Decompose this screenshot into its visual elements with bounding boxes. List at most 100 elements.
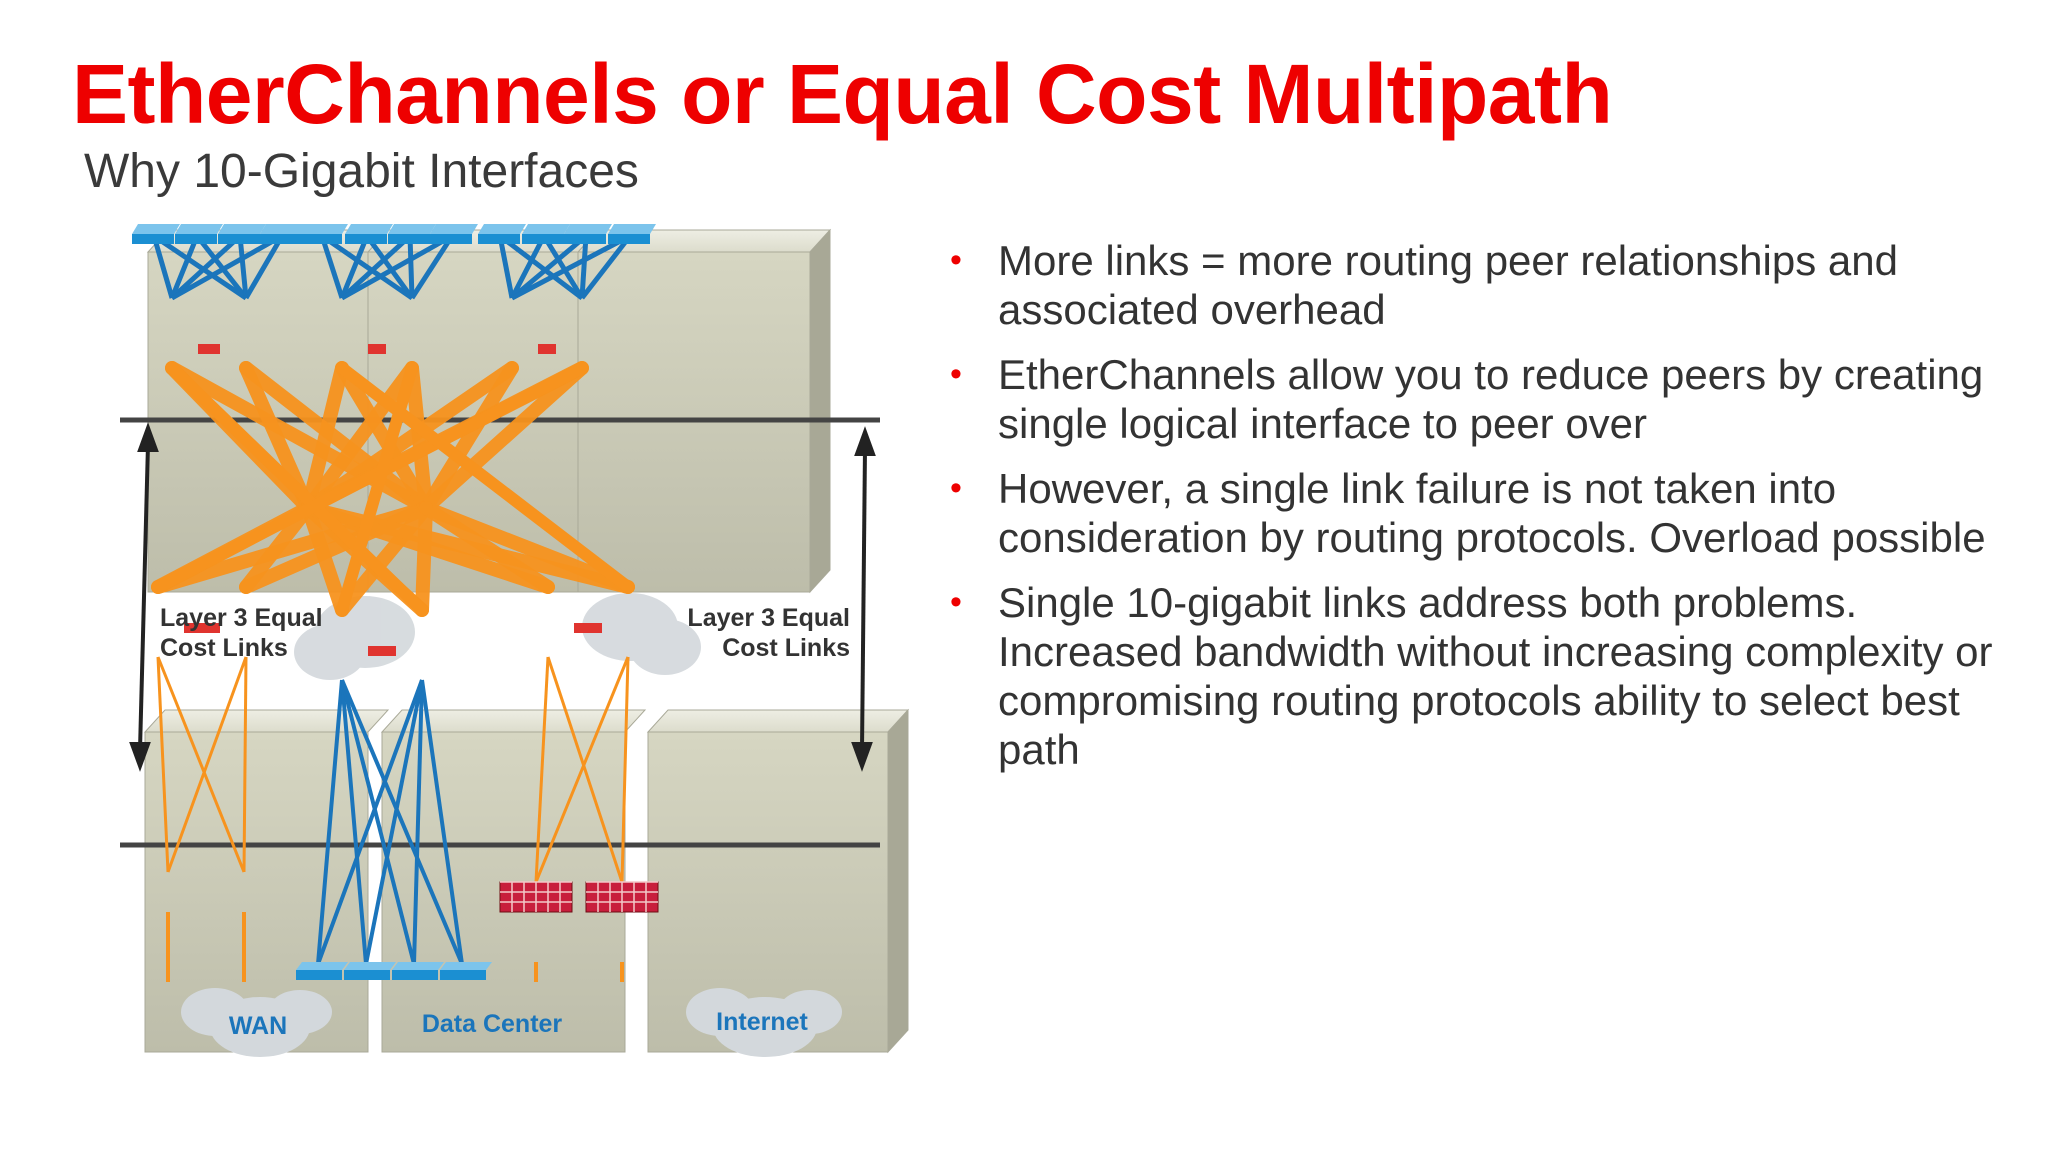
datacenter-switch-icon [296, 962, 348, 980]
edge-link [340, 679, 368, 965]
access-link [340, 235, 369, 299]
edge-link [620, 656, 630, 883]
datacenter-switch-icon [392, 962, 444, 980]
firewall-icon [585, 881, 659, 913]
right-link-label-line2: Cost Links [722, 634, 850, 662]
core-link [166, 362, 428, 616]
access-switch-icon [430, 224, 478, 244]
core-link [336, 362, 634, 593]
access-link [409, 234, 455, 300]
edge-links [156, 656, 630, 982]
cross-link [198, 344, 220, 354]
access-link [170, 234, 242, 300]
access-link [195, 234, 248, 300]
firewall-icon [499, 881, 573, 913]
edge-link [546, 656, 624, 883]
datacenter-switch-icon [440, 962, 492, 980]
core-clouds [294, 593, 701, 680]
access-switch-icon [132, 224, 180, 244]
block-label-internet: Internet [716, 1008, 808, 1036]
access-switch-icon [522, 224, 570, 244]
core-link [335, 501, 433, 617]
access-switch-icon [300, 224, 348, 244]
edge-link [412, 679, 424, 965]
bullet-item: Single 10-gigabit links address both pro… [940, 578, 2020, 774]
slide-subtitle: Why 10-Gigabit Interfaces [84, 145, 639, 198]
core-link [335, 361, 433, 515]
core-link [239, 501, 433, 594]
access-switch-icon [218, 224, 266, 244]
core-link [301, 361, 419, 515]
edge-link [534, 656, 630, 883]
access-link [319, 235, 345, 299]
network-devices [132, 224, 659, 980]
core-link [336, 362, 418, 616]
block-label-data-center: Data Center [422, 1010, 563, 1038]
left-link-label-line2: Cost Links [160, 634, 288, 662]
access-switch-icon [388, 224, 436, 244]
core-link [152, 362, 588, 593]
access-link [341, 234, 453, 300]
access-link [580, 234, 632, 300]
access-link [498, 234, 584, 300]
cross-link [184, 623, 220, 633]
core-link [415, 501, 433, 617]
access-switch-icon [608, 224, 656, 244]
access-link [511, 234, 631, 300]
left-double-arrow [129, 422, 159, 772]
building-bottom-row [143, 708, 910, 1054]
core-link [301, 361, 349, 515]
access-switch-icon [175, 224, 223, 244]
network-diagram: Layer 3 Equal Cost Links Layer 3 Equal C… [120, 224, 910, 1057]
access-link [541, 234, 585, 300]
edge-link [340, 679, 464, 965]
datacenter-switch-icon [344, 962, 396, 980]
access-link [320, 234, 414, 300]
left-link-label-line1: Layer 3 Equal [160, 604, 323, 632]
edge-link [420, 679, 464, 965]
core-link [239, 361, 433, 515]
cross-link [538, 344, 556, 354]
edge-link [242, 656, 248, 873]
cross-link [574, 623, 602, 633]
access-link [340, 234, 412, 300]
access-link [170, 235, 199, 299]
access-uplinks [151, 233, 632, 301]
slide-title: EtherChannels or Equal Cost Multipath [72, 47, 1613, 141]
edge-link [316, 679, 344, 965]
access-link [580, 235, 588, 299]
access-switch-icon [345, 224, 393, 244]
edge-link [340, 679, 416, 965]
cross-link [368, 344, 386, 354]
edge-link [316, 679, 424, 965]
access-link [497, 235, 515, 299]
access-switch-icon [260, 224, 308, 244]
cross-link [368, 646, 396, 656]
access-link [243, 234, 285, 300]
core-equal-cost-links [151, 361, 635, 617]
edge-link [156, 656, 170, 873]
wan-cloud [181, 988, 332, 1057]
access-link [152, 234, 248, 300]
edge-link [166, 656, 248, 873]
edge-link [364, 679, 424, 965]
block-label-wan: WAN [229, 1012, 287, 1040]
core-link [301, 501, 635, 594]
core-link [419, 501, 635, 594]
access-link [151, 235, 175, 299]
internet-cloud [686, 988, 842, 1057]
edge-link [534, 656, 550, 883]
access-switch-icon [478, 224, 526, 244]
bullet-item: More links = more routing peer relations… [940, 236, 2020, 334]
right-link-label-line1: Layer 3 Equal [687, 604, 850, 632]
access-link [408, 235, 414, 299]
core-link [419, 361, 589, 515]
bullet-list: More links = more routing peer relations… [940, 236, 2020, 790]
core-link [301, 501, 349, 617]
core-link [419, 361, 519, 515]
right-double-arrow [851, 426, 876, 772]
access-link [510, 234, 588, 300]
bullet-item: However, a single link failure is not ta… [940, 464, 2020, 562]
access-link [171, 234, 283, 300]
edge-link [156, 656, 246, 873]
